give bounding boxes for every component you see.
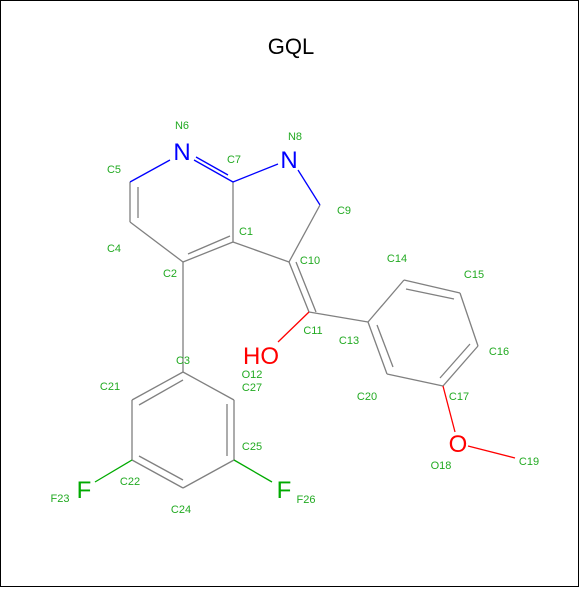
bond-c20-c13 (367, 321, 388, 375)
label-c22: C22 (120, 476, 140, 488)
label-c19: C19 (519, 456, 539, 468)
molecule-title: GQL (268, 34, 314, 59)
bond-c10-c1 (232, 241, 290, 263)
label-c15: C15 (464, 269, 484, 281)
bond-c25-f26 (233, 459, 273, 483)
label-c1: C1 (239, 226, 253, 238)
atom-o12: HO (243, 343, 279, 370)
bond-c2-c1 (182, 241, 234, 263)
label-f23: F23 (51, 493, 70, 505)
bond-c24-c25 (182, 459, 235, 489)
label-o18: O18 (431, 460, 452, 472)
bond-c15-c16 (459, 292, 479, 347)
label-c21: C21 (100, 381, 120, 393)
label-c16: C16 (489, 346, 509, 358)
atom-label-layer: C1 C2 C3 C4 C5 N6 C7 N8 C9 C10 C11 O12 C… (51, 120, 540, 516)
bond-c27-c3 (182, 371, 235, 401)
bond-c17-c20 (386, 373, 444, 387)
label-c7: C7 (227, 154, 241, 166)
label-c10: C10 (300, 255, 320, 267)
bond-o18-c19 (467, 445, 516, 459)
bond-c17-o18 (442, 385, 456, 433)
label-n8: N8 (288, 131, 302, 143)
label-c5: C5 (107, 164, 121, 176)
atom-n8: N (280, 147, 297, 174)
label-c24: C24 (171, 504, 191, 516)
bond-c10-c11-inner (295, 261, 317, 313)
label-c11: C11 (303, 325, 322, 337)
label-c13: C13 (339, 335, 359, 347)
label-c14: C14 (387, 253, 407, 265)
label-c4: C4 (107, 243, 121, 255)
bond-n6-c5 (129, 159, 171, 183)
atom-f23: F (77, 477, 92, 504)
bond-n8-c9 (297, 169, 321, 206)
heteroatom-layer: N N HO O F F (77, 139, 468, 504)
label-n6: N6 (175, 120, 189, 132)
label-c9: C9 (337, 205, 351, 217)
bond-c13-c14 (367, 279, 405, 323)
bond-layer (94, 156, 516, 489)
atom-f26: F (277, 477, 292, 504)
atom-n6: N (173, 139, 190, 166)
atom-o18: O (449, 431, 468, 458)
bond-c14-c15-inner (405, 288, 455, 300)
label-c27: C27 (242, 382, 262, 394)
bond-c2-c1-inner (187, 235, 231, 255)
bond-c11-o12 (277, 311, 310, 343)
label-c25: C25 (242, 441, 262, 453)
label-c20: C20 (357, 391, 377, 403)
label-o12: O12 (242, 369, 263, 381)
bond-c22-f23 (94, 459, 133, 483)
label-c3: C3 (176, 355, 190, 367)
bond-c22-c24-inner (138, 455, 184, 481)
bond-c7-n6 (193, 159, 234, 183)
bond-c11-c13 (308, 311, 369, 323)
bond-c16-c17-inner (439, 343, 471, 379)
bond-c14-c15 (403, 279, 461, 294)
label-f26: F26 (297, 494, 316, 506)
bond-c9-c10 (288, 204, 321, 263)
bond-c7-n6-inner (195, 156, 229, 176)
bond-c10-c11 (288, 261, 310, 313)
bond-c20-c13-inner (376, 324, 394, 368)
bond-c16-c17 (442, 345, 479, 387)
label-c17: C17 (449, 391, 469, 403)
bond-c4-c2 (129, 221, 184, 263)
bond-c7-n8 (232, 163, 279, 183)
label-c2: C2 (163, 268, 177, 280)
bond-c22-c24 (131, 459, 184, 489)
bond-c3-c21 (131, 371, 184, 401)
bond-c3-c21-inner (138, 379, 184, 406)
